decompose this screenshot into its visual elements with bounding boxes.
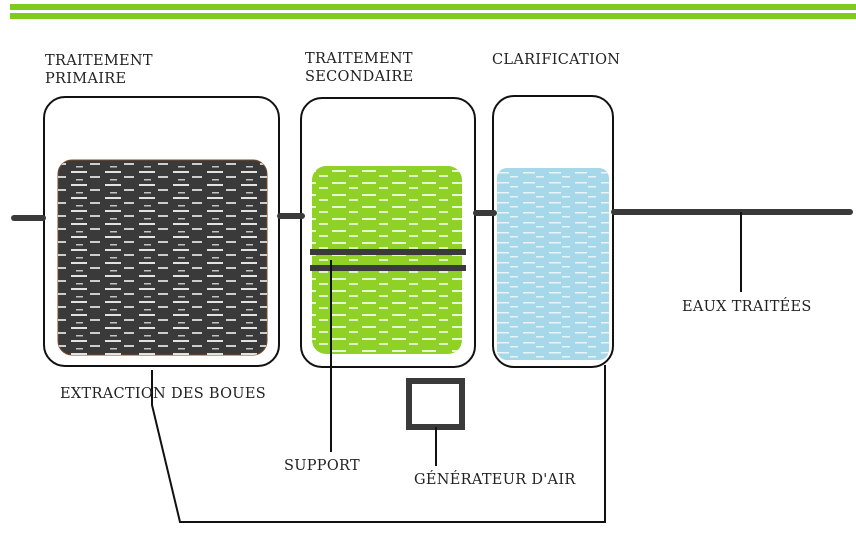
secondary-treatment-title-line1: TRAITEMENT [305,51,413,67]
clarification-title: CLARIFICATION [492,51,620,69]
sludge-extraction-label: EXTRACTION DES BOUES [60,386,266,402]
air-generator-label: GÉNÉRATEUR D'AIR [414,472,576,488]
clarification-fill [497,168,609,360]
primary-treatment-title-line1: TRAITEMENT [45,53,153,69]
primary-treatment-fill [57,159,268,356]
secondary-treatment-title: TRAITEMENT SECONDAIRE [305,50,414,86]
support-label: SUPPORT [284,458,360,474]
primary-treatment-title: TRAITEMENT PRIMAIRE [45,52,153,88]
secondary-treatment-title-line2: SECONDAIRE [305,69,414,85]
air-generator-box [406,378,465,430]
sludge-return-line [151,365,606,523]
header-accent-bar-top [10,4,856,10]
secondary-treatment-fill [312,166,462,354]
treated-water-label: EAUX TRAITÉES [682,299,812,315]
primary-treatment-title-line2: PRIMAIRE [45,71,127,87]
clarification-title-line1: CLARIFICATION [492,52,621,68]
header-accent-bar-bottom [10,13,856,19]
